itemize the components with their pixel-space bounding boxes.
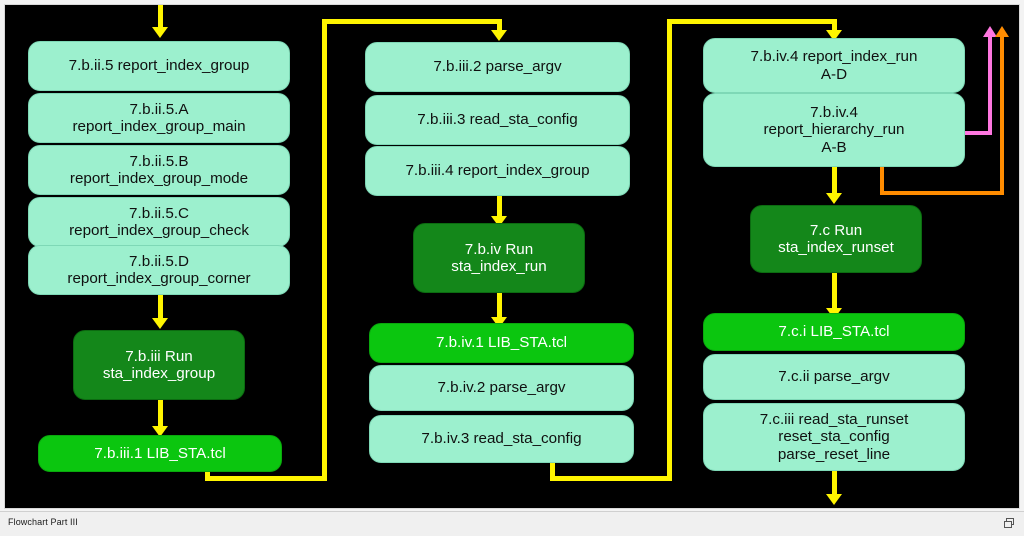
connector-top-left-stem <box>158 5 163 29</box>
node-label: 7.b.iii.1 LIB_STA.tcl <box>94 444 226 462</box>
connector-orange-drop <box>880 165 884 195</box>
connector-mid-report-to-run <box>497 193 502 218</box>
connector-right-out-stem <box>832 470 837 496</box>
connector-left-to-mid-top <box>322 19 502 24</box>
arrow-right-hier-to-run <box>826 193 842 204</box>
node-label: 7.b.ii.5 report_index_group <box>68 57 250 75</box>
arrow-orange-up <box>995 26 1009 37</box>
node-lib-sta-tcl-ci[interactable]: 7.c.i LIB_STA.tcl <box>703 313 965 351</box>
node-lib-sta-tcl-biv1[interactable]: 7.b.iv.1 LIB_STA.tcl <box>369 323 634 363</box>
arrow-mid-col-in <box>491 30 507 41</box>
arrow-right-col-in <box>826 30 842 41</box>
connector-orange-vertical <box>1000 37 1004 193</box>
arrow-pink-up <box>983 26 997 37</box>
node-read-sta-config-biii3[interactable]: 7.b.iii.3 read_sta_config <box>365 95 630 145</box>
node-parse-argv-biii2[interactable]: 7.b.iii.2 parse_argv <box>365 42 630 92</box>
node-label: 7.b.iv.1 LIB_STA.tcl <box>435 334 568 352</box>
node-label: 7.c.ii parse_argv <box>778 368 890 386</box>
connector-mid-to-right-bottom <box>550 476 672 481</box>
arrow-top-left-in <box>152 27 168 38</box>
node-report-index-group-biii4[interactable]: 7.b.iii.4 report_index_group <box>365 146 630 196</box>
connector-mid-to-right-rise <box>667 19 672 477</box>
arrow-mid-report-to-run <box>491 216 507 227</box>
connector-pink-vertical <box>988 37 992 133</box>
connector-left-to-mid-rise <box>322 19 327 477</box>
arrow-left-group-to-run <box>152 318 168 329</box>
connector-mid-to-right-drop <box>550 460 555 481</box>
connector-right-run-to-lib <box>832 273 837 311</box>
node-parse-argv-biv2[interactable]: 7.b.iv.2 parse_argv <box>369 365 634 411</box>
arrow-mid-run-to-lib <box>491 317 507 328</box>
status-bar: Flowchart Part III <box>0 511 1024 536</box>
connector-left-group-to-run <box>158 294 163 320</box>
connector-orange-horizontal <box>880 191 1004 195</box>
restore-window-icon[interactable] <box>1002 516 1016 530</box>
connector-left-to-mid-bottom <box>205 476 327 481</box>
node-label: 7.b.iii.2 parse_argv <box>433 58 562 76</box>
node-label: 7.b.iv.3 read_sta_config <box>421 430 582 448</box>
connector-pink-horizontal <box>960 131 992 135</box>
node-label: 7.c.i LIB_STA.tcl <box>778 323 890 341</box>
arrow-right-col-out <box>826 494 842 505</box>
node-parse-argv-cii[interactable]: 7.c.ii parse_argv <box>703 354 965 400</box>
node-label: 7.b.iii.4 report_index_group <box>405 162 590 180</box>
status-bar-label: Flowchart Part III <box>8 517 78 527</box>
connector-right-hier-to-run <box>832 167 837 195</box>
connector-left-run-to-lib <box>158 400 163 428</box>
arrow-left-run-to-lib <box>152 426 168 437</box>
node-label: 7.b.iv.2 parse_argv <box>437 379 566 397</box>
node-read-sta-config-biv3[interactable]: 7.b.iv.3 read_sta_config <box>369 415 634 463</box>
connector-mid-to-right-top <box>667 19 837 24</box>
node-label: 7.b.iii.3 read_sta_config <box>417 111 578 129</box>
connector-mid-run-to-lib <box>497 293 502 319</box>
connector-mid-to-right-enter <box>832 19 837 33</box>
node-report-index-group[interactable]: 7.b.ii.5 report_index_group <box>28 41 290 91</box>
node-lib-sta-tcl-biii1[interactable]: 7.b.iii.1 LIB_STA.tcl <box>38 435 282 472</box>
connector-left-to-mid-enter <box>497 19 502 33</box>
